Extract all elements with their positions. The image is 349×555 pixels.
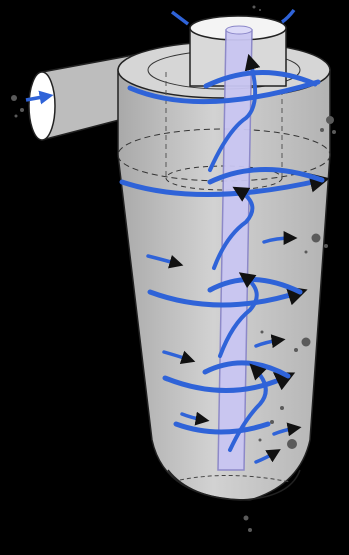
particle [244,516,249,521]
particle [320,128,324,132]
particle [305,251,308,254]
outlet-arrow-right [282,10,294,22]
particle [253,6,256,9]
particle [270,420,274,424]
particle [287,439,297,449]
inlet-opening [29,72,55,140]
particle [312,234,321,243]
particle [332,130,336,134]
particle [324,244,328,248]
particle [248,528,252,532]
particle [259,9,261,11]
particle [259,439,262,442]
particle [280,406,284,410]
particle [294,348,298,352]
particle [302,338,311,347]
particle [15,115,18,118]
particle [326,116,334,124]
outlet-arrow-left [172,12,188,24]
particle [11,95,17,101]
particle [261,331,264,334]
particle [20,108,24,112]
